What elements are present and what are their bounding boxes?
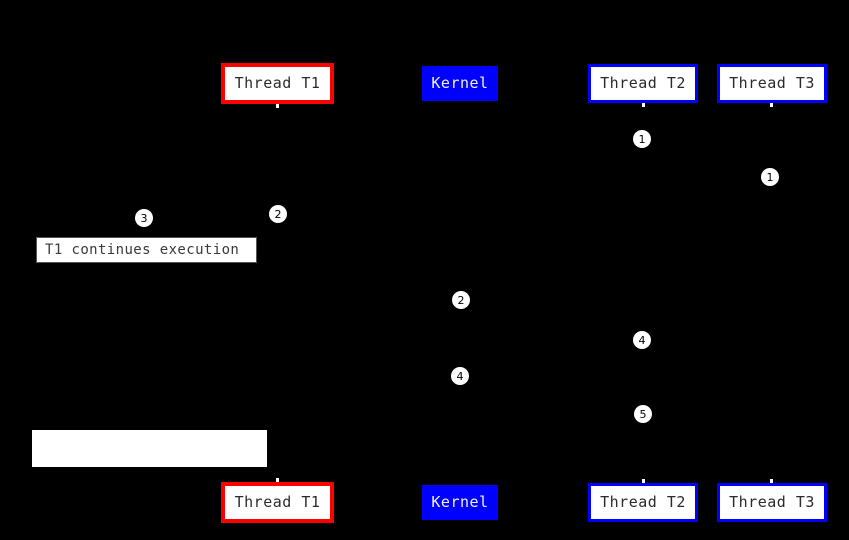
- participant-thread-t3[interactable]: Thread T3: [717, 483, 827, 522]
- step-marker-t2-4: 4: [633, 331, 651, 349]
- note-blank: [32, 430, 267, 467]
- participant-label: Kernel: [431, 74, 489, 92]
- participant-thread-t3[interactable]: Thread T3: [717, 64, 827, 103]
- lifeline-nub-t1-bottom: [276, 478, 279, 482]
- step-marker-t2-1: 1: [633, 130, 651, 148]
- participant-kernel[interactable]: Kernel: [422, 485, 498, 520]
- participant-label: Thread T1: [234, 74, 321, 92]
- step-marker-kernel-4: 4: [451, 367, 469, 385]
- participant-label: Thread T1: [234, 493, 321, 511]
- note-t1-continues: T1 continues execution: [36, 237, 257, 263]
- participant-label: Thread T2: [600, 74, 686, 92]
- participant-thread-t2[interactable]: Thread T2: [588, 64, 698, 103]
- participant-label: Kernel: [431, 493, 489, 511]
- step-marker-t2-5: 5: [634, 405, 652, 423]
- step-marker-t3-1: 1: [761, 168, 779, 186]
- step-marker-kernel-2: 2: [452, 291, 470, 309]
- participant-label: Thread T3: [729, 74, 815, 92]
- lifeline-nub-t3-bottom: [770, 479, 773, 483]
- participant-thread-t1[interactable]: Thread T1: [221, 482, 334, 523]
- participant-thread-t2[interactable]: Thread T2: [588, 483, 698, 522]
- step-marker-t1-3: 3: [135, 209, 153, 227]
- lifeline-nub-t2: [642, 103, 645, 107]
- lifeline-nub-t2-bottom: [642, 479, 645, 483]
- participant-label: Thread T3: [729, 493, 815, 511]
- lifeline-nub-t1: [276, 104, 279, 108]
- participant-kernel[interactable]: Kernel: [422, 66, 498, 101]
- step-marker-t1-2: 2: [269, 205, 287, 223]
- lifeline-nub-t3: [770, 103, 773, 107]
- participant-thread-t1[interactable]: Thread T1: [221, 63, 334, 104]
- participant-label: Thread T2: [600, 493, 686, 511]
